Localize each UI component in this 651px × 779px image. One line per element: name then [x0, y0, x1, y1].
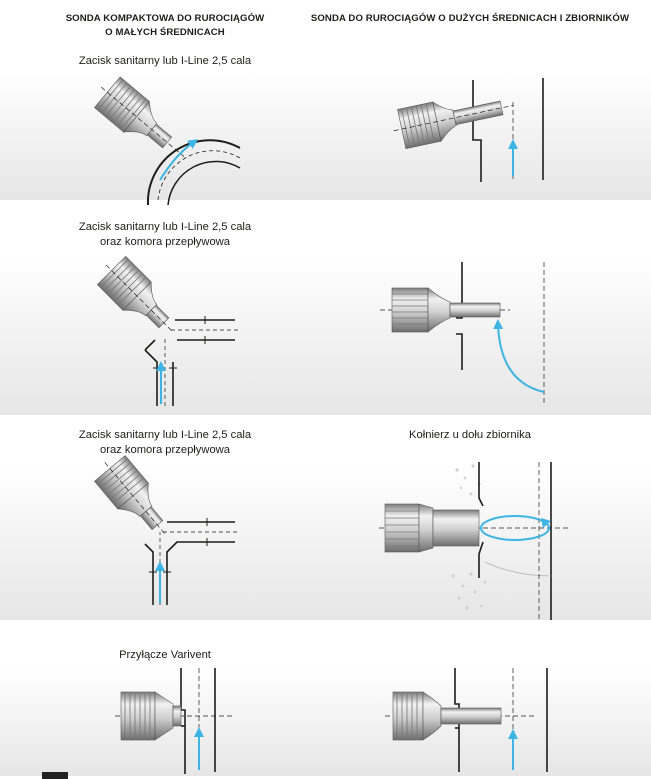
caption-sanitary-clamp-flow-cell-1: Zacisk sanitarny lub I-Line 2,5 cala ora…: [40, 220, 290, 250]
caption-sanitary-clamp: Zacisk sanitarny lub I-Line 2,5 cala: [78, 55, 252, 67]
figure-tank-bottom-flange: [379, 462, 571, 620]
figure-varivent-large: [385, 668, 548, 772]
row-4-background: [0, 668, 651, 776]
page-corner-mark: [42, 772, 68, 779]
caption-varivent: Przyłącze Varivent: [119, 649, 211, 661]
figure-compact-probe-flow-cell-2: [94, 455, 240, 605]
figure-tank-probe: [380, 262, 545, 404]
left-header-line-1: SONDA KOMPAKTOWA DO RUROCIĄGÓW: [65, 13, 265, 24]
caption-line: Zacisk sanitarny lub I-Line 2,5 cala: [78, 221, 252, 233]
caption-line: oraz komora przepływowa: [100, 236, 230, 248]
figure-varivent-compact: [115, 668, 233, 774]
caption-line: Zacisk sanitarny lub I-Line 2,5 cala: [78, 429, 252, 441]
left-header-line-2: O MAŁYCH ŚREDNICACH: [105, 27, 225, 38]
caption-tank-bottom-flange: Kołnierz u dołu zbiornika: [409, 429, 531, 441]
left-column-header: SONDA KOMPAKTOWA DO RUROCIĄGÓW O MAŁYCH …: [40, 12, 290, 40]
figure-compact-probe-elbow: [94, 76, 241, 206]
caption-sanitary-clamp-flow-cell-2: Zacisk sanitarny lub I-Line 2,5 cala ora…: [40, 428, 290, 458]
caption-line: oraz komora przepływowa: [100, 444, 230, 456]
right-column-header: SONDA DO RUROCIĄGÓW O DUŻYCH ŚREDNICACH …: [310, 13, 630, 24]
figure-compact-probe-flow-cell: [96, 255, 240, 406]
figure-large-pipe-probe: [393, 78, 544, 182]
